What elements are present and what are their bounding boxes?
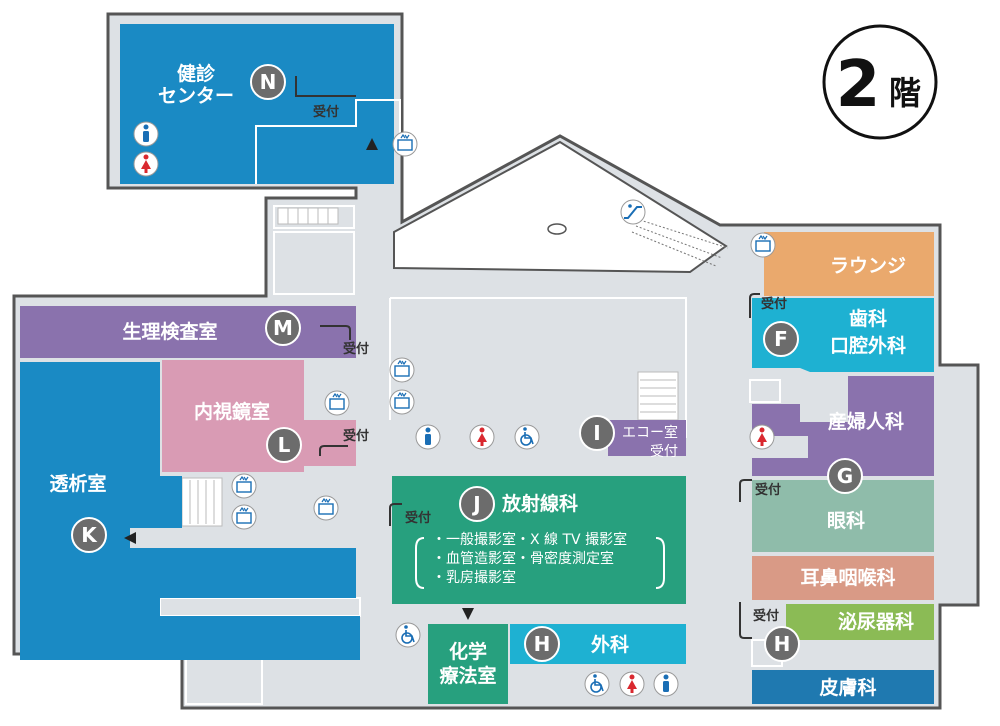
marker-l[interactable]: L — [266, 427, 302, 463]
reception-label-g: 受付 — [755, 482, 781, 498]
marker-f[interactable]: F — [763, 321, 799, 357]
dept-touseki-label: 透析室 — [49, 472, 106, 495]
elevator-icon — [324, 390, 350, 416]
arrow-left-icon — [124, 532, 136, 544]
corridor-area — [12, 12, 980, 710]
elevator-icon — [750, 232, 776, 258]
dept-echo-label: エコー室 — [622, 424, 678, 441]
reception-label-h: 受付 — [753, 608, 779, 624]
dept-hoshasen-label: 放射線科 — [501, 492, 578, 515]
dept-lounge[interactable]: ラウンジ — [764, 232, 934, 296]
reception-marks: 受付 受付 受付 受付 受付 受付 受付 受付 — [295, 76, 787, 639]
floor-suffix: 階 — [889, 74, 921, 112]
dept-kenshin-center[interactable]: 健診 センター — [120, 24, 394, 184]
dept-shika-label: 歯科 — [849, 307, 887, 330]
radiology-room-1: ・一般撮影室・X 線 TV 撮影室 — [432, 531, 627, 548]
elevator-icon — [313, 495, 339, 521]
wheelchair-icon — [514, 424, 540, 450]
reception-label-f: 受付 — [761, 296, 787, 312]
arrow-down-icon — [462, 608, 474, 620]
dept-sanfujinka[interactable]: 産婦人科 — [752, 376, 934, 476]
restroom-female-icon — [133, 151, 159, 177]
atrium — [393, 140, 729, 274]
marker-k[interactable]: K — [71, 517, 107, 553]
wheelchair-icon — [584, 671, 610, 697]
arrow-up-icon — [366, 138, 378, 150]
dept-hifuka[interactable]: 皮膚科 — [752, 670, 934, 704]
reception-label-n: 受付 — [313, 104, 339, 120]
marker-m[interactable]: M — [265, 310, 301, 346]
restroom-female-icon — [469, 424, 495, 450]
dept-jibiinkoka[interactable]: 耳鼻咽喉科 — [752, 556, 934, 600]
dept-touseki[interactable]: 透析室 — [20, 362, 360, 660]
dept-kenshin-label: 健診 — [177, 62, 216, 85]
marker-n-letter: N — [260, 70, 277, 94]
restroom-male-icon — [133, 121, 159, 147]
dept-seiri-label: 生理検査室 — [122, 320, 217, 343]
marker-f-letter: F — [774, 327, 788, 351]
radiology-room-3: ・乳房撮影室 — [432, 569, 516, 586]
dept-lounge-label: ラウンジ — [830, 255, 906, 277]
marker-j[interactable]: J — [459, 486, 495, 522]
stairs — [181, 207, 679, 527]
marker-h-geka[interactable]: H — [524, 626, 560, 662]
escalator-icon — [620, 199, 646, 225]
marker-n[interactable]: N — [250, 64, 286, 100]
floor-badge: 2 階 — [822, 24, 938, 140]
elevator-icon — [231, 473, 257, 499]
marker-j-letter: J — [471, 492, 480, 516]
dept-kagaku-label-2: 療法室 — [439, 664, 496, 687]
dept-kagaku-ryoho[interactable]: 化学 療法室 — [428, 624, 508, 704]
reception-label-j: 受付 — [405, 510, 431, 526]
restroom-male-icon — [415, 424, 441, 450]
dept-shika[interactable]: 歯科 口腔外科 — [752, 298, 934, 372]
marker-g[interactable]: G — [827, 458, 863, 494]
dept-hinyokika[interactable]: 泌尿器科 — [786, 604, 934, 640]
dept-jibi-label: 耳鼻咽喉科 — [800, 566, 895, 589]
floor-number: 2 — [836, 48, 881, 122]
marker-i-letter: I — [593, 421, 600, 445]
marker-h-letter: H — [534, 632, 551, 656]
dept-ganka-label: 眼科 — [827, 509, 865, 532]
marker-g-letter: G — [837, 464, 853, 488]
reception-label-m: 受付 — [343, 341, 369, 357]
dept-seiri-kensa[interactable]: 生理検査室 — [20, 306, 356, 358]
dept-hinyo-label: 泌尿器科 — [838, 610, 914, 633]
marker-k-letter: K — [81, 523, 98, 547]
wheelchair-icon — [395, 622, 421, 648]
reception-label-l: 受付 — [343, 428, 369, 444]
restroom-female-icon — [619, 671, 645, 697]
dept-geka-label: 外科 — [591, 633, 629, 656]
elevator-icon — [392, 131, 418, 157]
elevator-icon — [389, 389, 415, 415]
dept-kagaku-label: 化学 — [449, 640, 487, 663]
elevator-icon — [389, 357, 415, 383]
marker-i[interactable]: I — [579, 415, 615, 451]
dept-naishi-label: 内視鏡室 — [194, 400, 270, 423]
marker-h2-letter: H — [774, 632, 791, 656]
restroom-male-icon — [653, 671, 679, 697]
radiology-room-2: ・血管造影室・骨密度測定室 — [432, 550, 614, 567]
restroom-female-icon — [749, 424, 775, 450]
marker-h-hinyo[interactable]: H — [764, 626, 800, 662]
dept-sanfu-label: 産婦人科 — [828, 410, 904, 433]
reception-label-i: 受付 — [650, 444, 678, 460]
dept-echo[interactable]: エコー室 — [608, 420, 686, 456]
dept-kenshin-label-2: センター — [158, 85, 234, 107]
dept-hoshasen[interactable]: 放射線科 ・一般撮影室・X 線 TV 撮影室 ・血管造影室・骨密度測定室 ・乳房… — [392, 476, 686, 604]
dept-shika-label-2: 口腔外科 — [830, 334, 906, 357]
marker-l-letter: L — [278, 433, 291, 457]
dept-hifu-label: 皮膚科 — [819, 676, 876, 699]
elevator-icon — [231, 504, 257, 530]
marker-m-letter: M — [273, 316, 293, 340]
